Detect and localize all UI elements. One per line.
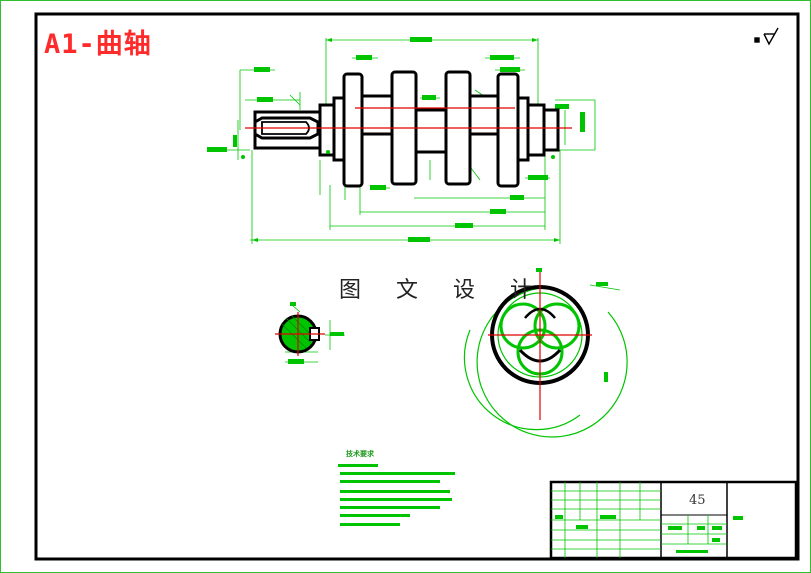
drawing-title: A1-曲轴 xyxy=(44,29,152,60)
crankshaft-end-view xyxy=(463,268,628,438)
shaft-outline xyxy=(253,70,560,188)
technical-notes-title: 技术要求 xyxy=(346,450,374,458)
dimension-arrows xyxy=(241,38,560,242)
crankshaft-main-view xyxy=(207,37,596,244)
roughness-symbol-icon xyxy=(754,27,779,46)
material-label: 45 xyxy=(689,493,706,508)
drawing-border xyxy=(34,12,800,561)
dimension-lines xyxy=(207,37,596,244)
technical-notes xyxy=(338,464,455,526)
center-lines xyxy=(245,107,572,129)
title-block xyxy=(549,480,798,560)
keyway xyxy=(261,121,310,135)
keyway-section-view xyxy=(275,302,345,364)
watermark-text: 图 文 设 计 xyxy=(339,278,546,303)
